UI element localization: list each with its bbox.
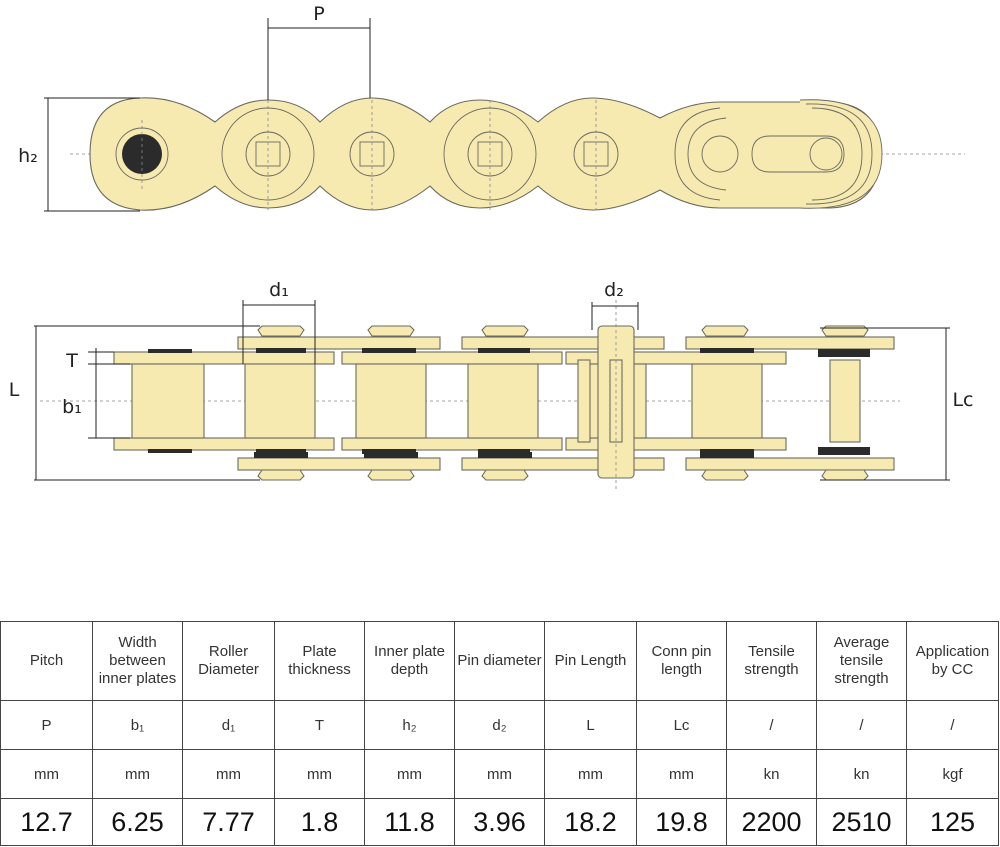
table-unit-cell: mm: [364, 749, 455, 799]
table-header-cell: Application by CC: [906, 621, 999, 701]
table-header-cell: Plate thickness: [274, 621, 365, 701]
table-unit-cell: mm: [274, 749, 365, 799]
table-unit-cell: mm: [182, 749, 275, 799]
table-header-cell: Pin diameter: [454, 621, 545, 701]
table-value-cell: 125: [906, 798, 999, 846]
table-symbol-cell: h₂: [364, 700, 455, 750]
pin-diameter-label: d₂: [604, 279, 624, 301]
table-unit-cell: mm: [454, 749, 545, 799]
spec-table: Pitch Width between inner plates Roller …: [0, 621, 999, 846]
table-symbol-cell: P: [0, 700, 93, 750]
table-header-cell: Average tensile strength: [816, 621, 907, 701]
chain-diagram: P h₂: [9, 3, 974, 490]
table-unit-cell: kgf: [906, 749, 999, 799]
table-value-cell: 6.25: [92, 798, 183, 846]
table-symbol-cell: T: [274, 700, 365, 750]
table-symbol-row: P b₁ d₁ T h₂ d₂ L Lc / / /: [0, 700, 999, 750]
table-symbol-cell: b₁: [92, 700, 183, 750]
table-value-cell: 1.8: [274, 798, 365, 846]
table-unit-row: mm mm mm mm mm mm mm mm kn kn kgf: [0, 749, 999, 799]
table-header-cell: Pin Length: [544, 621, 637, 701]
table-unit-cell: kn: [726, 749, 817, 799]
chain-top-view: d₁ d₂ L T b₁ Lc: [9, 279, 974, 490]
plate-thickness-label: T: [65, 350, 78, 372]
table-symbol-cell: L: [544, 700, 637, 750]
table-value-cell: 3.96: [454, 798, 545, 846]
table-unit-cell: mm: [0, 749, 93, 799]
table-header-cell: Roller Diameter: [182, 621, 275, 701]
table-value-cell: 19.8: [636, 798, 727, 846]
table-value-row: 12.7 6.25 7.77 1.8 11.8 3.96 18.2 19.8 2…: [0, 798, 999, 846]
pin-length-label: L: [9, 379, 20, 401]
table-symbol-cell: Lc: [636, 700, 727, 750]
table-header-cell: Width between inner plates: [92, 621, 183, 701]
table-header-row: Pitch Width between inner plates Roller …: [0, 621, 999, 701]
inner-plate-depth-label: h₂: [18, 145, 38, 167]
table-symbol-cell: d₂: [454, 700, 545, 750]
table-value-cell: 11.8: [364, 798, 455, 846]
table-header-cell: Tensile strength: [726, 621, 817, 701]
roller-diameter-label: d₁: [269, 279, 289, 301]
table-header-cell: Pitch: [0, 621, 93, 701]
chain-side-view: P h₂: [18, 3, 965, 212]
table-header-cell: Inner plate depth: [364, 621, 455, 701]
table-symbol-cell: /: [816, 700, 907, 750]
inner-width-label: b₁: [62, 396, 82, 418]
table-unit-cell: mm: [92, 749, 183, 799]
table-value-cell: 2200: [726, 798, 817, 846]
conn-pin-length-label: Lc: [952, 389, 973, 411]
table-header-cell: Conn pin length: [636, 621, 727, 701]
table-unit-cell: mm: [636, 749, 727, 799]
table-symbol-cell: /: [726, 700, 817, 750]
table-unit-cell: kn: [816, 749, 907, 799]
table-unit-cell: mm: [544, 749, 637, 799]
table-value-cell: 2510: [816, 798, 907, 846]
table-value-cell: 12.7: [0, 798, 93, 846]
table-symbol-cell: /: [906, 700, 999, 750]
table-symbol-cell: d₁: [182, 700, 275, 750]
pitch-label: P: [313, 3, 324, 25]
table-value-cell: 18.2: [544, 798, 637, 846]
table-value-cell: 7.77: [182, 798, 275, 846]
